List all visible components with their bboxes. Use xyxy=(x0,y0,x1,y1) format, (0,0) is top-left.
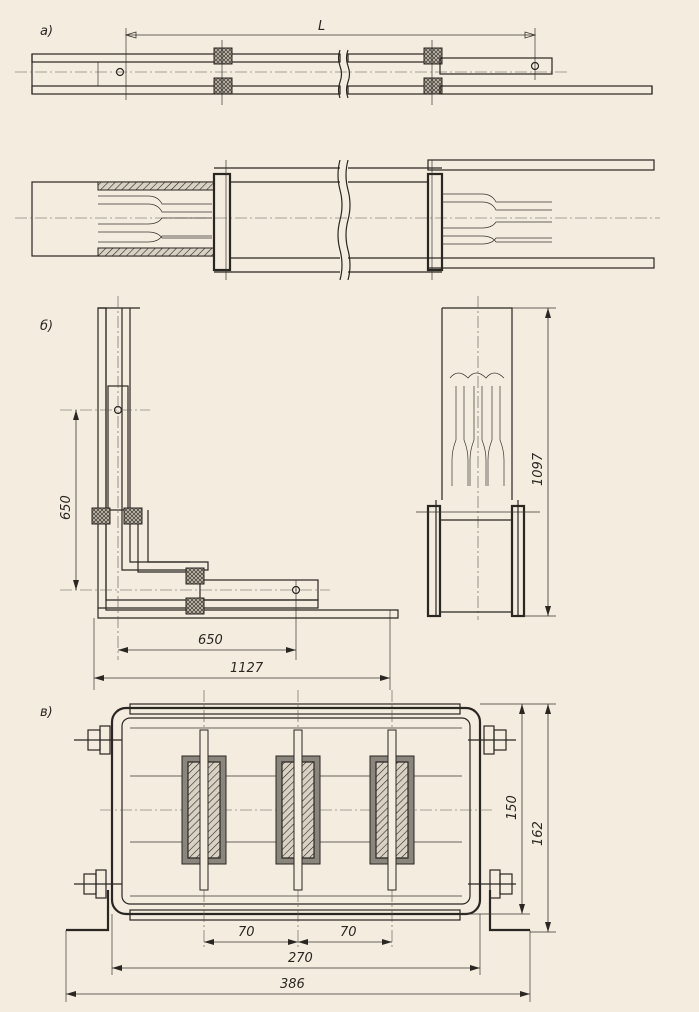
dimension-1127: 1127 xyxy=(230,661,264,676)
view-a-plan xyxy=(15,159,660,281)
dimension-162: 162 xyxy=(531,821,546,846)
bus-clamp-3 xyxy=(369,690,415,950)
insulator-pad xyxy=(213,77,233,95)
dimension-70-right: 70 xyxy=(340,925,357,940)
label-part-a: a) xyxy=(40,24,53,39)
view-a-top: a) L xyxy=(15,19,653,105)
frame-left xyxy=(212,172,232,272)
label-part-v: в) xyxy=(40,705,53,720)
insulator-pad xyxy=(91,507,111,525)
bolt-bottom-right xyxy=(468,869,516,899)
dimension-L-text: L xyxy=(318,19,325,34)
dimension-70-left: 70 xyxy=(238,925,255,940)
bolt-top-left xyxy=(74,725,122,755)
dimension-650-horizontal: 650 xyxy=(198,633,223,648)
clamp-frame xyxy=(110,706,482,916)
side-frame-left xyxy=(426,504,442,618)
dimension-650-vertical: 650 xyxy=(59,495,74,520)
bolt-bottom-left xyxy=(74,869,122,899)
insulator-pad xyxy=(185,597,205,615)
dimension-1097: 1097 xyxy=(531,452,546,486)
view-b-side: 1097 xyxy=(416,296,556,620)
view-b-elbow: б) 650 650 1127 xyxy=(40,296,399,690)
bus-clamp-2 xyxy=(275,690,321,950)
foot-left xyxy=(66,890,110,932)
label-part-b: б) xyxy=(40,319,53,334)
insulator-pad xyxy=(423,77,443,95)
foot-right xyxy=(488,890,530,932)
dimension-150: 150 xyxy=(505,795,520,820)
frame-right xyxy=(426,172,444,272)
dimension-386: 386 xyxy=(280,977,305,992)
bus-clamp-1 xyxy=(181,690,227,950)
dimension-270: 270 xyxy=(288,951,313,966)
view-v-section: в) xyxy=(40,690,556,1002)
insulator-pad xyxy=(213,47,233,65)
insulator-pad xyxy=(423,47,443,65)
bolt-top-right xyxy=(468,725,516,755)
insulator-pad xyxy=(123,507,143,525)
dimension-L-arrows xyxy=(124,31,537,39)
insulator-pad xyxy=(185,567,205,585)
